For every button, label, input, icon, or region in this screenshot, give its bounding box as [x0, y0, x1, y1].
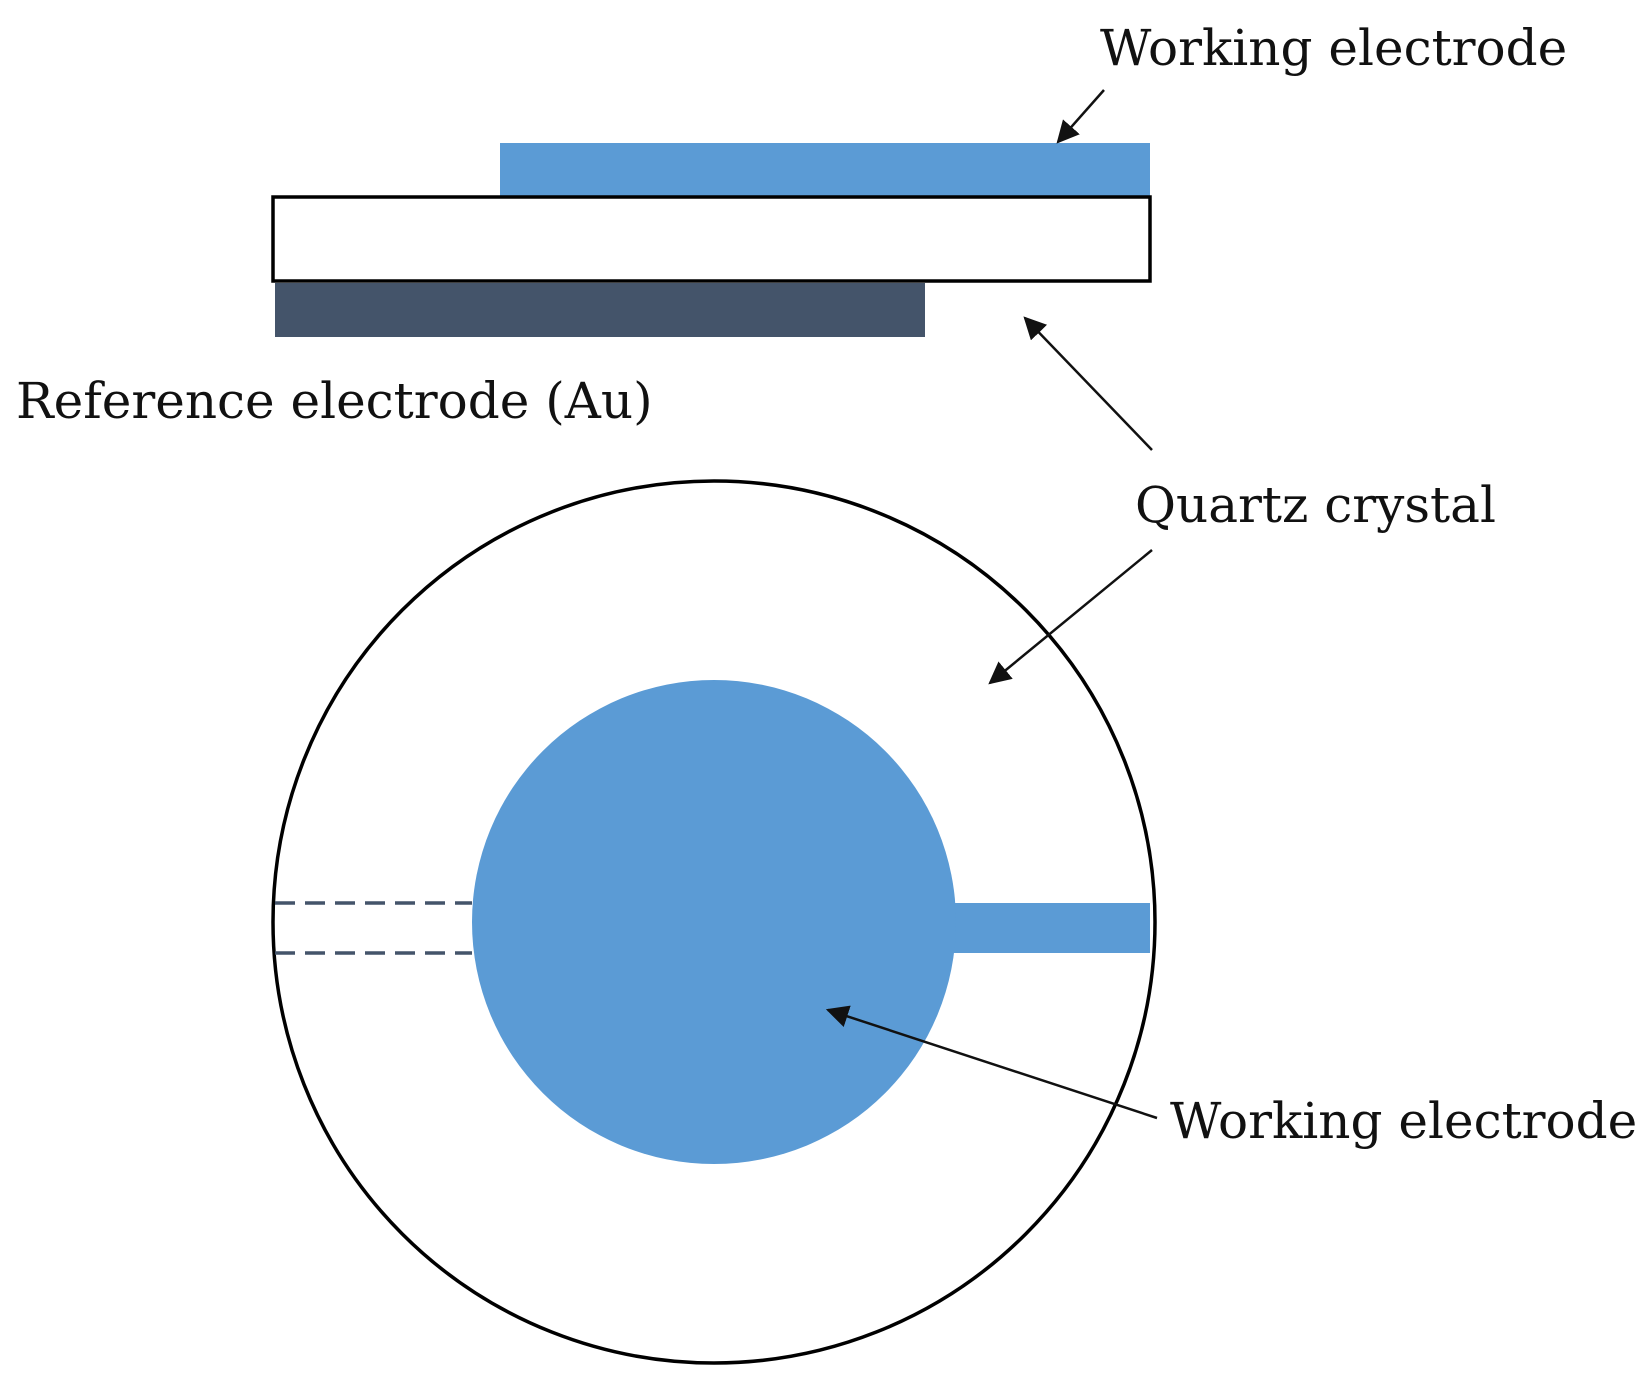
side-view	[271, 143, 1152, 337]
arrow-working-electrode-bottom	[825, 1005, 1158, 1120]
label-working-electrode-top: Working electrode	[1100, 19, 1567, 77]
working-electrode-tab	[940, 903, 1150, 953]
working-electrode-disk	[472, 680, 956, 1164]
reference-electrode-layer	[275, 283, 925, 337]
leader-arrows	[825, 89, 1158, 1120]
arrow-quartz-crystal-top	[988, 549, 1153, 685]
label-reference-electrode: Reference electrode (Au)	[16, 372, 653, 430]
labels: Working electrode Reference electrode (A…	[16, 19, 1637, 1150]
top-view	[271, 479, 1157, 1365]
arrow-working-electrode-top	[1056, 89, 1105, 144]
working-electrode-layer	[500, 143, 1150, 197]
label-quartz-crystal: Quartz crystal	[1135, 476, 1496, 534]
label-working-electrode-bottom: Working electrode	[1170, 1092, 1637, 1150]
quartz-crystal-slab	[271, 195, 1152, 283]
arrow-quartz-crystal-side	[1023, 316, 1153, 451]
